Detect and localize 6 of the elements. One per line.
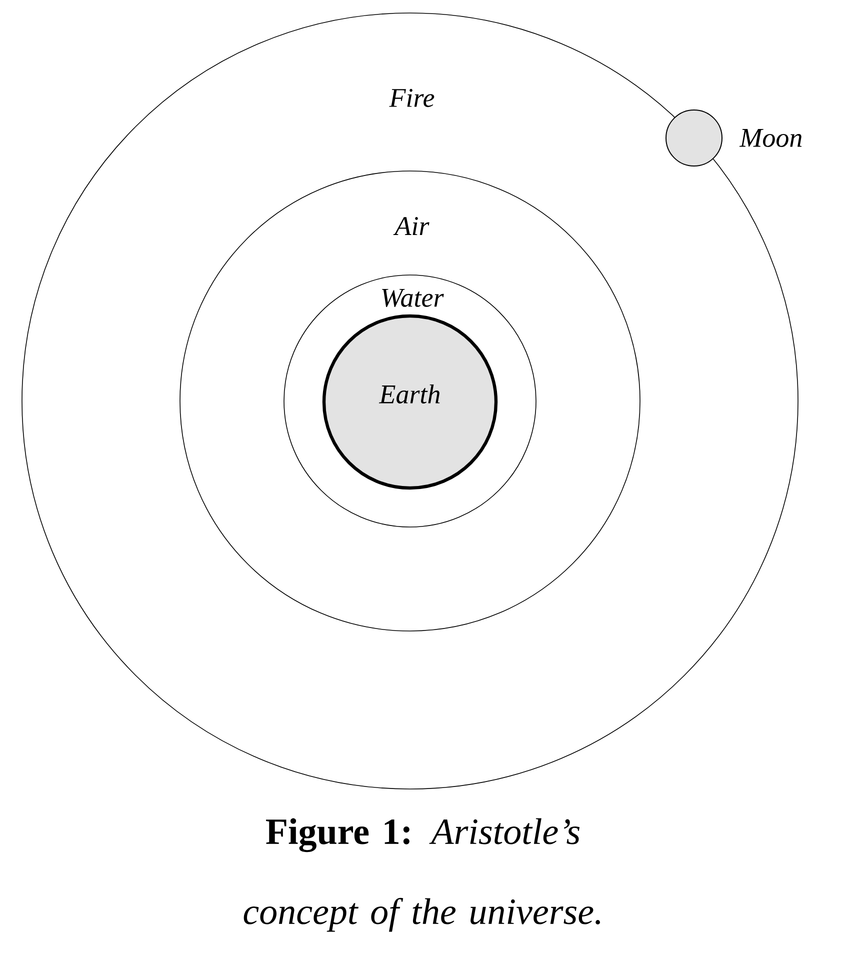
moon-label: Moon	[739, 129, 802, 147]
sphere-label: Fire	[389, 88, 434, 108]
sphere-label: Earth	[378, 384, 440, 404]
sphere-label: Water	[382, 288, 444, 308]
sphere-label: Air	[393, 217, 430, 235]
caption: Figure 1: Aristotle’s concept of the universe.	[244, 818, 600, 932]
